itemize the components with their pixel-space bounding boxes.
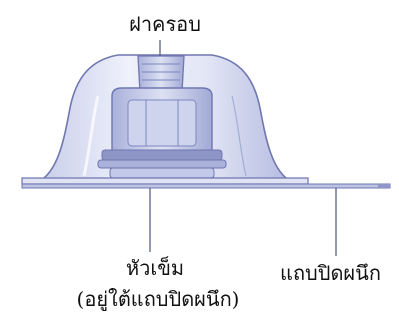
seal-tab-label: แถบปิดผนึก xyxy=(280,261,381,285)
hub-neck xyxy=(137,55,185,93)
needle-label: หัวเข็ม xyxy=(125,256,185,280)
cap-label: ฝาครอบ xyxy=(129,12,201,36)
cap-flange xyxy=(21,177,309,185)
needle-note-label: (อยู่ใต้แถบปิดผนึก) xyxy=(76,287,240,311)
seal-tab xyxy=(21,183,391,189)
needle-hub xyxy=(97,55,227,179)
